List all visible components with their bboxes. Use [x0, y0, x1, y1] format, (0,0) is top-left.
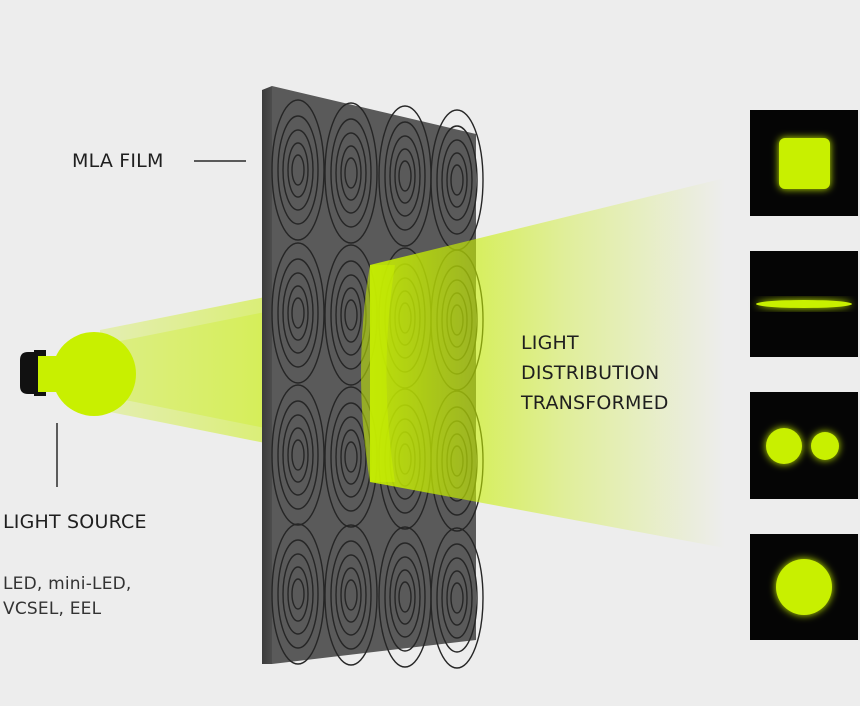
light-bulb-icon — [20, 332, 136, 416]
lens-ring — [291, 439, 305, 471]
lens-ring — [340, 145, 362, 201]
lens-ring — [330, 118, 372, 228]
microlens — [271, 384, 325, 526]
source-types-line: VCSEL, EEL — [3, 599, 102, 619]
lens-ring — [446, 152, 468, 208]
lens-ring — [394, 569, 416, 625]
light-distribution-label: LIGHT DISTRIBUTION TRANSFORMED — [521, 328, 669, 418]
lens-ring — [441, 139, 473, 221]
microlens — [324, 524, 378, 666]
lens-ring — [446, 570, 468, 626]
lens-ring — [291, 578, 305, 610]
round-spot-icon — [750, 534, 858, 640]
lens-ring — [441, 557, 473, 639]
lens-ring — [436, 543, 478, 653]
lens-ring — [277, 258, 319, 368]
lens-ring — [282, 272, 314, 354]
microlens — [430, 527, 484, 669]
lens-ring — [340, 287, 362, 343]
microlens — [271, 242, 325, 384]
lens-ring — [344, 579, 358, 611]
lens-ring — [335, 132, 367, 214]
outgoing-beam — [361, 178, 725, 548]
lens-ring — [436, 125, 478, 235]
lens-ring — [291, 154, 305, 186]
lens-ring — [287, 285, 309, 341]
lens-ring — [389, 135, 421, 217]
lens-ring — [398, 581, 412, 613]
lens-ring — [335, 416, 367, 498]
lens-ring — [430, 527, 484, 669]
incoming-beam — [100, 290, 300, 450]
lens-ring — [384, 121, 426, 231]
lens-ring — [277, 115, 319, 225]
lens-ring — [271, 523, 325, 665]
square-spot-icon — [750, 110, 858, 216]
microlens — [324, 102, 378, 244]
microlens — [324, 244, 378, 386]
microlens — [430, 109, 484, 251]
lens-ring — [394, 148, 416, 204]
lens-ring — [344, 441, 358, 473]
lens-ring — [277, 539, 319, 649]
lens-ring — [287, 427, 309, 483]
lens-ring — [287, 142, 309, 198]
lens-ring — [271, 99, 325, 241]
light-distribution-line: TRANSFORMED — [521, 392, 669, 414]
microlens — [271, 523, 325, 665]
lens-ring — [324, 524, 378, 666]
mla-film-label: MLA FILM — [72, 150, 164, 172]
lens-ring — [344, 299, 358, 331]
lens-ring — [287, 566, 309, 622]
lens-ring — [398, 160, 412, 192]
lens-ring — [344, 157, 358, 189]
line-spot-icon — [750, 251, 858, 357]
lens-ring — [340, 567, 362, 623]
light-source-label: LIGHT SOURCE — [3, 511, 147, 533]
lens-ring — [340, 429, 362, 485]
lens-ring — [282, 414, 314, 496]
source-types-label: LED, mini-LED, VCSEL, EEL — [3, 572, 132, 622]
lens-ring — [282, 129, 314, 211]
microlens — [271, 99, 325, 241]
lens-ring — [271, 384, 325, 526]
lens-ring — [277, 400, 319, 510]
microlens — [378, 105, 432, 247]
lens-ring — [282, 553, 314, 635]
source-types-line: LED, mini-LED, — [3, 574, 132, 594]
light-distribution-line: DISTRIBUTION — [521, 362, 660, 384]
lens-ring — [450, 164, 464, 196]
lens-ring — [330, 540, 372, 650]
lens-ring — [271, 242, 325, 384]
light-distribution-line: LIGHT — [521, 332, 579, 354]
lens-ring — [389, 556, 421, 638]
lens-ring — [335, 554, 367, 636]
lens-ring — [384, 542, 426, 652]
lens-ring — [450, 582, 464, 614]
lens-ring — [291, 297, 305, 329]
lens-ring — [324, 102, 378, 244]
dual-spot-icon — [750, 392, 858, 499]
